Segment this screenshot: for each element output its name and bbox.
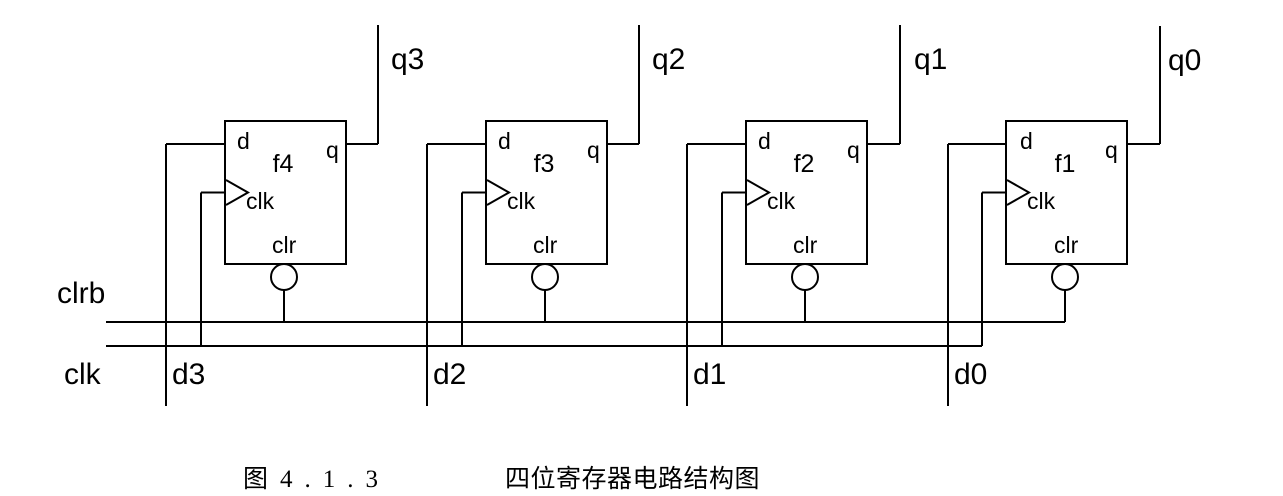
signal-label-clrb: clrb bbox=[57, 277, 105, 310]
flipflop-f2: d q f2 clk clr q1 d1 bbox=[686, 25, 947, 406]
pin-label-d: d bbox=[237, 128, 250, 154]
signal-label-input: d3 bbox=[172, 358, 205, 391]
clr-bubble-icon bbox=[1051, 263, 1079, 291]
signal-label-input: d2 bbox=[433, 358, 466, 391]
pin-label-d: d bbox=[1020, 128, 1033, 154]
flipflop-name: f4 bbox=[273, 150, 294, 178]
pin-label-q: q bbox=[847, 137, 860, 163]
signal-label-output: q2 bbox=[652, 43, 685, 76]
figure-caption: 图4.1.3 四位寄存器电路结构图 bbox=[0, 455, 1283, 493]
figure-title: 四位寄存器电路结构图 bbox=[505, 466, 761, 493]
flipflop-f4: d q f4 clk clr q3 d3 bbox=[165, 25, 424, 406]
signal-label-input: d1 bbox=[693, 358, 726, 391]
flipflop-box bbox=[224, 120, 347, 265]
flipflop-f3: d q f3 clk clr q2 d2 bbox=[426, 25, 685, 406]
pin-label-clk: clk bbox=[507, 188, 536, 214]
flipflop-name: f1 bbox=[1055, 150, 1076, 178]
clk-edge-triangle-icon bbox=[1006, 179, 1032, 206]
signal-label-output: q3 bbox=[391, 43, 424, 76]
pin-label-d: d bbox=[758, 128, 771, 154]
pin-label-q: q bbox=[326, 137, 339, 163]
pin-label-q: q bbox=[1105, 137, 1118, 163]
pin-label-clr: clr bbox=[533, 232, 558, 258]
signal-label-output: q0 bbox=[1168, 44, 1201, 77]
clk-edge-triangle-icon bbox=[225, 179, 251, 206]
flipflop-name: f2 bbox=[794, 150, 815, 178]
flipflop-box bbox=[1005, 120, 1128, 265]
pin-label-clk: clk bbox=[767, 188, 796, 214]
pin-label-d: d bbox=[498, 128, 511, 154]
clk-edge-triangle-icon bbox=[746, 179, 772, 206]
figure-number: 图4.1.3 bbox=[243, 466, 391, 493]
clr-bubble-icon bbox=[531, 263, 559, 291]
clr-bubble-icon bbox=[791, 263, 819, 291]
register-circuit-diagram: clrb clk d q f4 clk clr q3 d3 bbox=[57, 25, 1201, 406]
pin-label-clr: clr bbox=[793, 232, 818, 258]
signal-label-input: d0 bbox=[954, 358, 987, 391]
pin-label-clk: clk bbox=[1027, 188, 1056, 214]
pin-label-clk: clk bbox=[246, 188, 275, 214]
pin-label-q: q bbox=[587, 137, 600, 163]
clr-bubble-icon bbox=[270, 263, 298, 291]
flipflop-box bbox=[745, 120, 868, 265]
pin-label-clr: clr bbox=[1054, 232, 1079, 258]
signal-label-output: q1 bbox=[914, 43, 947, 76]
flipflop-f1: d q f1 clk clr q0 d0 bbox=[947, 26, 1201, 406]
clk-edge-triangle-icon bbox=[486, 179, 512, 206]
flipflop-name: f3 bbox=[534, 150, 555, 178]
signal-label-clk: clk bbox=[64, 358, 102, 391]
pin-label-clr: clr bbox=[272, 232, 297, 258]
